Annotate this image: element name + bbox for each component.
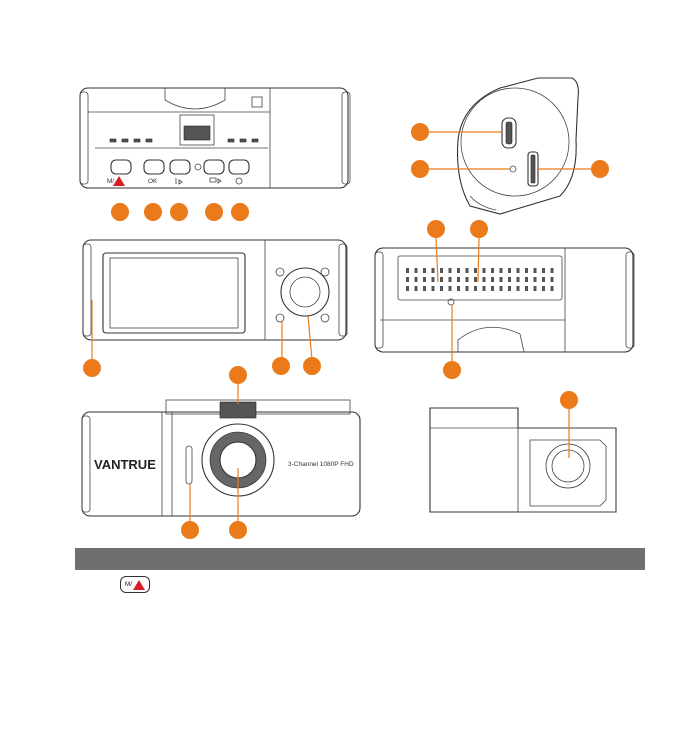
button-4 xyxy=(204,160,224,174)
button-label-ok: OK xyxy=(148,178,158,185)
view-buttons: M/ OK xyxy=(80,88,350,221)
brand-logo: VANTRUE xyxy=(94,457,156,472)
warning-triangle-icon xyxy=(133,580,145,590)
lens-caption: 3-Channel 1080P FHD xyxy=(288,461,354,468)
lcd-screen xyxy=(103,253,245,333)
mode-button-badge: M/ xyxy=(120,576,150,593)
view-rear-camera xyxy=(430,391,616,512)
section-header-bar xyxy=(75,548,645,570)
view-screen xyxy=(83,240,347,377)
interior-lens xyxy=(281,268,329,316)
view-front: VANTRUE 3-Channel 1080P FHD xyxy=(82,366,360,539)
view-bottom xyxy=(375,220,634,379)
mode-badge-text: M/ xyxy=(125,581,132,588)
view-side-ports xyxy=(411,78,609,214)
button-1 xyxy=(111,160,131,174)
button-2 xyxy=(144,160,164,174)
button-label-mode: M/ xyxy=(107,178,114,185)
button-3 xyxy=(170,160,190,174)
button-5 xyxy=(229,160,249,174)
